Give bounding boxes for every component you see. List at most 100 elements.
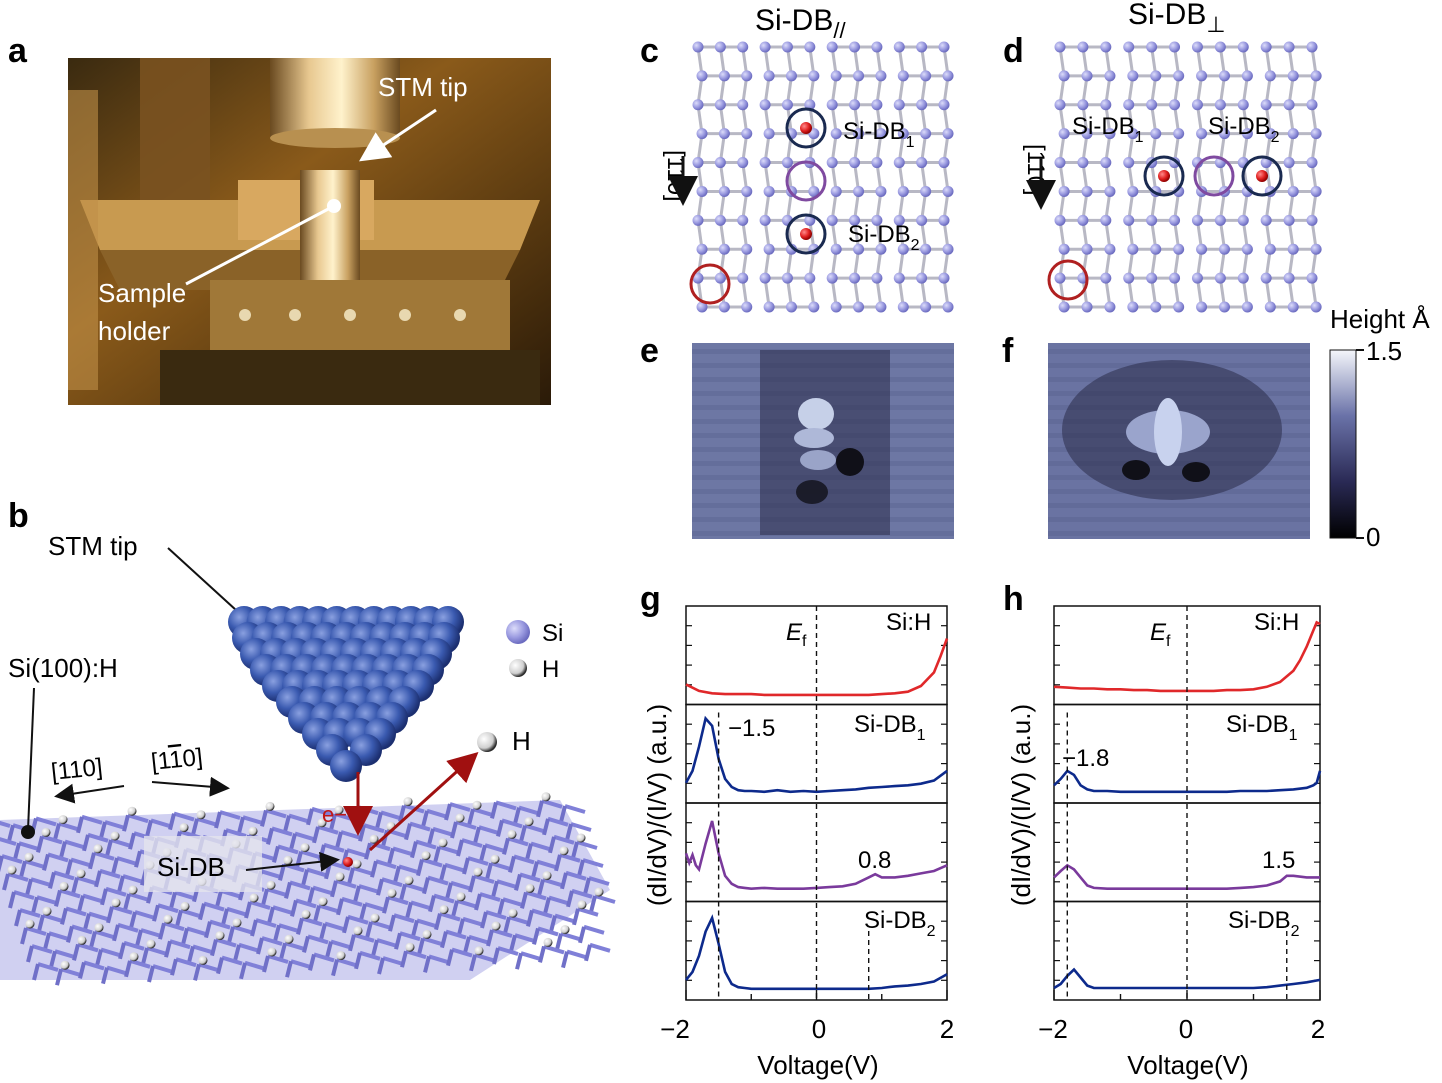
si-atom [1173, 243, 1185, 255]
surface-h-atom [490, 854, 500, 864]
si-atom [718, 128, 730, 140]
panel-letter-e: e [640, 332, 659, 370]
si-atom [875, 301, 887, 313]
surface-bond [422, 877, 430, 895]
surface-bond [158, 922, 166, 940]
surface-h-atom [438, 838, 448, 848]
si-atom [737, 41, 749, 53]
si-atom [826, 214, 838, 226]
surface-h-atom [180, 901, 190, 911]
surface-bond [570, 822, 592, 832]
photo-stm-tip-label: STM tip [378, 72, 468, 102]
surface-bond [387, 895, 409, 906]
legend-si-sphere [506, 620, 530, 644]
si-atom [1237, 99, 1249, 111]
surface-bond [541, 798, 563, 809]
surface-h-atom [336, 951, 346, 961]
si-atom [826, 157, 838, 169]
surface-bond [462, 857, 470, 875]
surface-bond [88, 911, 110, 922]
surface-bond [301, 916, 323, 927]
surface-bond [180, 908, 202, 919]
si-atom [853, 301, 865, 313]
si-atom [1264, 301, 1276, 313]
si-atom [871, 214, 883, 226]
surface-bond [147, 965, 155, 983]
si-atom [1081, 70, 1093, 82]
surface-bond [123, 940, 145, 951]
surface-bond [451, 900, 459, 918]
g-xtick-2: 2 [940, 1014, 954, 1044]
si-atom [808, 301, 820, 313]
si-atom [830, 243, 842, 255]
surface-bond [490, 861, 512, 872]
db2-atom [1256, 170, 1268, 182]
si-atom [1104, 128, 1116, 140]
si-atom [718, 301, 730, 313]
si-atom [1100, 157, 1112, 169]
si-atom [920, 243, 932, 255]
si-atom [1241, 70, 1253, 82]
surface-h-atom [59, 881, 69, 891]
surface-bond [77, 895, 85, 913]
si-atom [893, 99, 905, 111]
surface-h-atom [508, 908, 518, 918]
surface-bond [503, 916, 511, 934]
surface-h-atom [111, 898, 121, 908]
si-atom [875, 70, 887, 82]
si-atom [1104, 243, 1116, 255]
si-atom [1241, 185, 1253, 197]
h-trace-label-3: Si-DB2 [1228, 907, 1300, 940]
surface-bond [393, 865, 401, 883]
surface-bond [71, 877, 79, 895]
surface-bond [37, 914, 45, 932]
surface-h-atom [249, 893, 259, 903]
surface-bond [35, 816, 57, 827]
surface-bond [301, 869, 309, 887]
surface-bond [266, 887, 288, 898]
surface-bond [249, 900, 271, 910]
si-atom [1283, 41, 1295, 53]
si-atom [826, 99, 838, 111]
surface-bond [135, 929, 143, 947]
si-atom [875, 128, 887, 140]
si-atom [759, 272, 771, 284]
surface-bond [594, 894, 616, 904]
surface-bond [55, 968, 63, 986]
surface-bond [290, 899, 298, 917]
surface-bond [449, 802, 471, 812]
surface-h-atom [266, 880, 276, 890]
surface-h-atom [491, 921, 501, 931]
si-atom [781, 41, 793, 53]
lattice-parallel [689, 41, 954, 313]
si-atom [1306, 41, 1318, 53]
surface-bond [519, 872, 541, 883]
g-trace-label-3: Si-DB2 [864, 907, 936, 940]
surface-bond [300, 849, 322, 860]
si-atom [826, 272, 838, 284]
si-atom [920, 301, 932, 313]
si-atom [893, 214, 905, 226]
surface-bond [30, 877, 52, 888]
surface-bond [306, 808, 314, 826]
dangling-bond-site [343, 857, 353, 867]
surface-bond [164, 940, 172, 958]
stm-f-bright-core [1154, 398, 1182, 466]
spectra-h [1053, 605, 1322, 1001]
surface-bond [49, 950, 57, 968]
surface-h-atom [232, 918, 242, 928]
surface-bond [495, 800, 517, 811]
si-db-arrow [245, 851, 340, 872]
surface-bond [277, 844, 299, 855]
surface-bond [543, 897, 551, 915]
surface-bond [376, 938, 398, 948]
surface-bond [537, 879, 545, 897]
surface-bond [214, 811, 222, 829]
surface-bond [36, 895, 58, 906]
panel-letter-f: f [1002, 332, 1014, 370]
si-atom [763, 70, 775, 82]
surface-bond [265, 808, 287, 819]
si-atom [830, 301, 842, 313]
surface-h-atom [455, 813, 465, 823]
surface-bond [463, 936, 471, 954]
